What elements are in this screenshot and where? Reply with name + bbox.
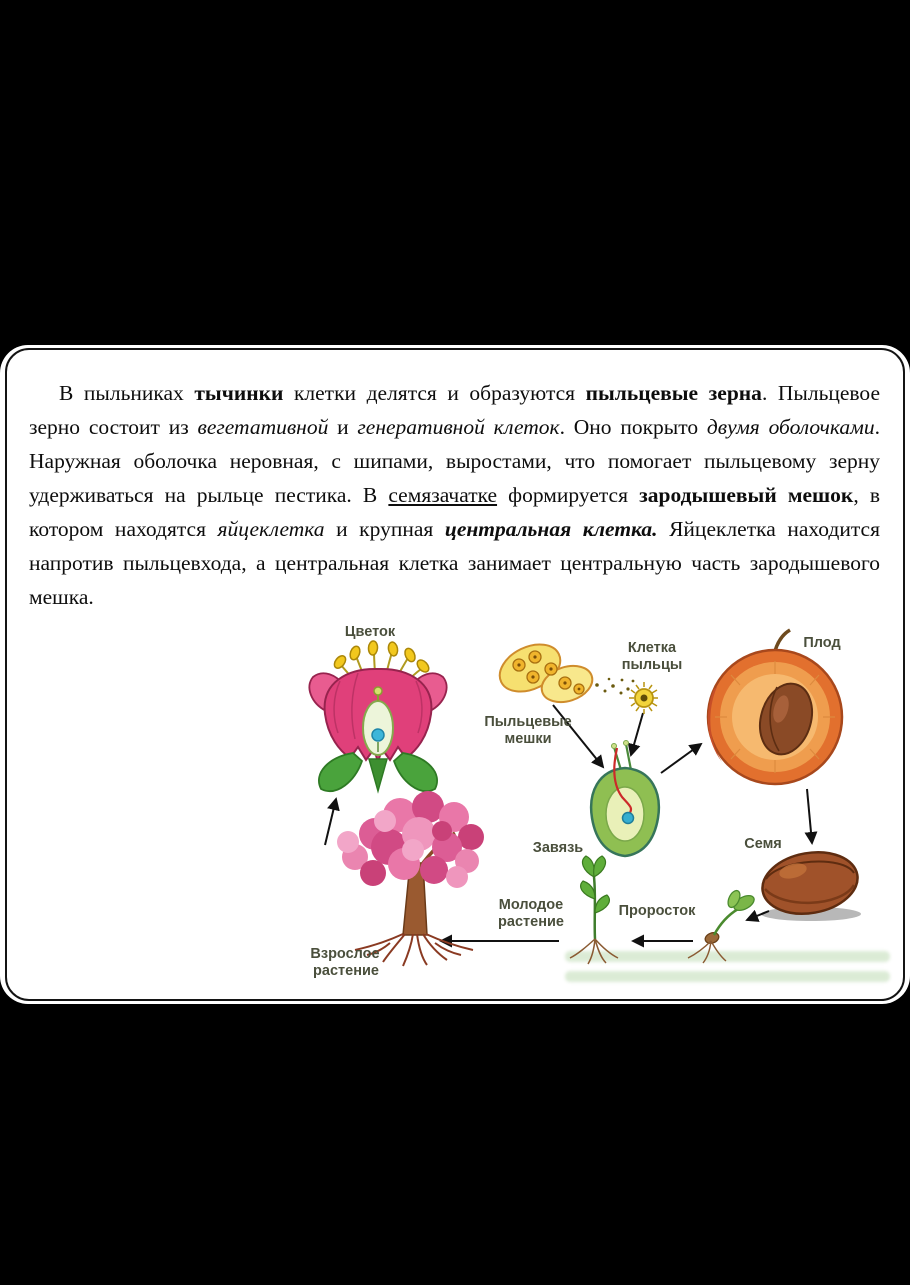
text-segment: центральная клетка. <box>444 516 658 541</box>
faint-watermark-line <box>565 951 890 962</box>
slide: В пыльниках тычинки клетки делятся и обр… <box>0 345 910 1004</box>
arrow-seed-to-seedling <box>745 909 770 922</box>
life-cycle-diagram: Цветок Пыльцевые мешки Клетка пыльцы Пло… <box>308 624 861 979</box>
text-segment: В пыльниках <box>59 380 195 405</box>
text-segment: зародышевый мешок <box>639 482 854 507</box>
arrow-ovary-to-fruit <box>660 742 703 774</box>
text-segment: , в котором находятся <box>29 482 880 541</box>
young-plant-illustration <box>569 855 619 965</box>
diagram-labels: Цветок Пыльцевые мешки Клетка пыльцы Пло… <box>310 624 840 979</box>
text-segment: пыльцевые зерна <box>585 380 762 405</box>
pollen-sacs-illustration <box>498 643 635 704</box>
text-segment: . Оно покрыто <box>559 414 707 439</box>
text-segment: яйцеклетка <box>217 516 325 541</box>
seedling-illustration <box>687 889 755 964</box>
text-segment: . Наружная оболочка неровная, с шипами, … <box>29 414 880 507</box>
text-segment: тычинки <box>194 380 284 405</box>
label-young-plant-line1: Молодое <box>499 897 563 913</box>
label-pollen-sacs-line1: Пыльцевые <box>484 714 571 730</box>
text-segment: двумя оболочками <box>706 414 875 439</box>
flower-illustration <box>308 640 448 794</box>
arrow-adult-plant-to-flower <box>324 797 340 846</box>
faint-watermark-line <box>565 971 890 982</box>
label-young-plant-line2: растение <box>498 914 564 930</box>
text-segment: вегетативной <box>197 414 329 439</box>
label-adult-plant-line2: растение <box>313 963 379 979</box>
text-segment: и крупная <box>324 516 445 541</box>
label-ovary: Завязь <box>533 840 584 856</box>
label-pollen-cell-line1: Клетка <box>628 640 677 656</box>
text-segment: . Пыльцевое зерно состоит из <box>29 380 880 439</box>
label-seedling: Проросток <box>619 903 696 919</box>
label-seed: Семя <box>744 836 782 852</box>
arrow-pollen-sacs-to-ovary <box>552 704 605 769</box>
seed-illustration <box>761 851 861 921</box>
blossom-crown <box>337 791 484 888</box>
pollen-spray-dots <box>595 677 635 695</box>
tree-roots <box>354 933 474 967</box>
ovary-illustration <box>589 740 661 858</box>
arrow-pollen-cell-to-ovary <box>627 712 644 757</box>
faint-watermark <box>565 951 890 997</box>
text-segment: Яйцеклетка находится напротив пыльцевход… <box>29 516 880 609</box>
label-adult-plant-line1: Взрослое <box>310 946 379 962</box>
label-flower: Цветок <box>345 624 396 640</box>
text-segment: генеративной клеток <box>357 414 560 439</box>
label-pollen-sacs-line2: мешки <box>504 731 551 747</box>
arrow-fruit-to-seed <box>804 788 818 845</box>
paragraph: В пыльниках тычинки клетки делятся и обр… <box>29 376 880 614</box>
label-pollen-cell-line2: пыльцы <box>622 657 683 673</box>
text-segment: клетки делятся и образуются <box>283 380 586 405</box>
label-fruit: Плод <box>803 635 840 651</box>
anthers <box>333 640 430 673</box>
pollen-cell-illustration <box>629 682 658 714</box>
adult-plant-illustration <box>337 791 484 967</box>
fruit-illustration <box>706 628 844 786</box>
cycle-arrows <box>324 704 818 948</box>
text-segment: семязачатке <box>388 482 498 507</box>
text-segment: формируется <box>497 482 640 507</box>
text-segment: и <box>328 414 358 439</box>
